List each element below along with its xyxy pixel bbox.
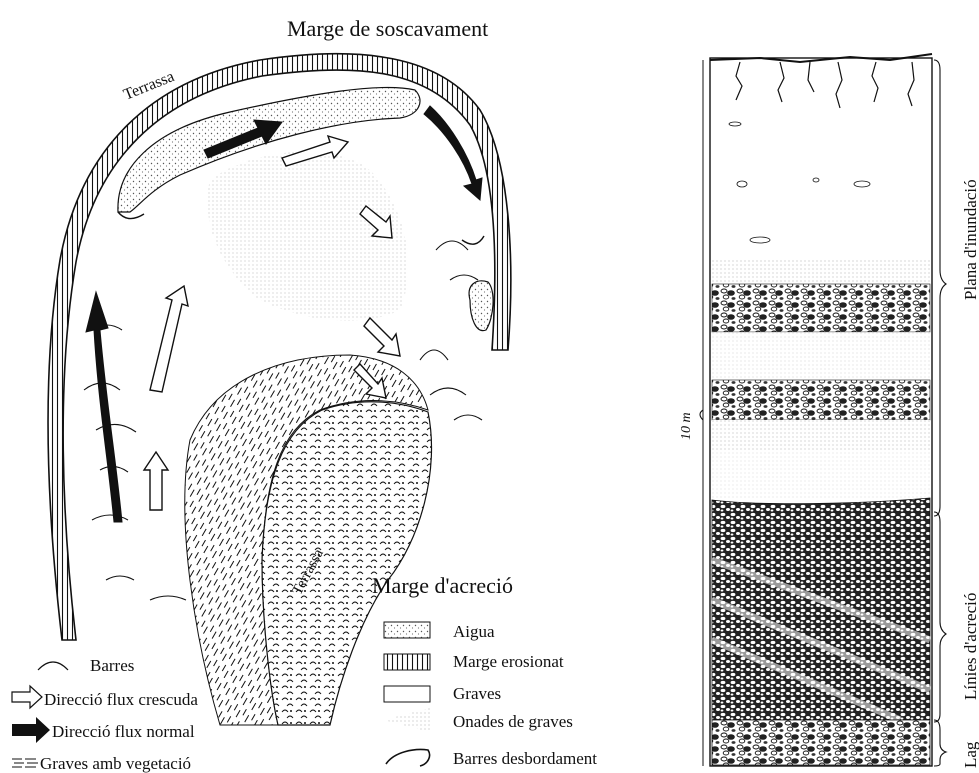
unit-label-linies: Línies d'acreció: [961, 593, 979, 700]
barres-arc-icon: [38, 662, 68, 670]
vegetation-hatch-icon: [12, 759, 38, 767]
inner-terrace: [262, 402, 432, 725]
legend-label-flux-crescuda: Direcció flux crescuda: [44, 690, 198, 709]
black-arrow-icon: [12, 717, 50, 743]
legend-label-flux-normal: Direcció flux normal: [52, 722, 195, 741]
legend-label-barres-desbordament: Barres desbordament: [453, 749, 597, 768]
unit-label-lag: Lag: [961, 741, 979, 768]
water-pocket: [469, 281, 493, 331]
legend-left: Barres Direcció flux crescuda Direcció f…: [12, 656, 198, 773]
legend-label-onades: Onades de graves: [453, 712, 573, 731]
legend-label-aigua: Aigua: [453, 622, 495, 641]
dotted-box-icon: [384, 622, 430, 638]
scale-label: 10 m: [679, 412, 694, 440]
lag-layer: [712, 720, 930, 765]
map-title-top: Marge de soscavament: [287, 16, 488, 41]
open-arrow-icon: [12, 686, 42, 708]
map-title-bottom: Marge d'acreció: [372, 573, 513, 598]
fan-dots-icon: [384, 708, 430, 732]
legend-label-barres: Barres: [90, 656, 134, 675]
point-bar-map: Marge de soscavament Terrassa Terrassa M…: [48, 16, 513, 725]
stratigraphic-column: 10 m Plana d'inundació Línies d'acreció …: [679, 54, 979, 768]
unit-label-plana: Plana d'inundació: [961, 179, 979, 300]
hook-icon: [386, 750, 430, 766]
legend-label-graves-vegetacio: Graves amb vegetació: [40, 754, 191, 773]
gravel-band-1: [712, 284, 930, 332]
empty-box-icon: [384, 686, 430, 702]
legend-right: Aigua Marge erosionat Graves Onades de g…: [384, 622, 597, 768]
legend-label-marge-erosionat: Marge erosionat: [453, 652, 564, 671]
vertical-hatch-box-icon: [384, 654, 430, 670]
legend-label-graves: Graves: [453, 684, 501, 703]
gravel-band-2: [712, 380, 930, 420]
